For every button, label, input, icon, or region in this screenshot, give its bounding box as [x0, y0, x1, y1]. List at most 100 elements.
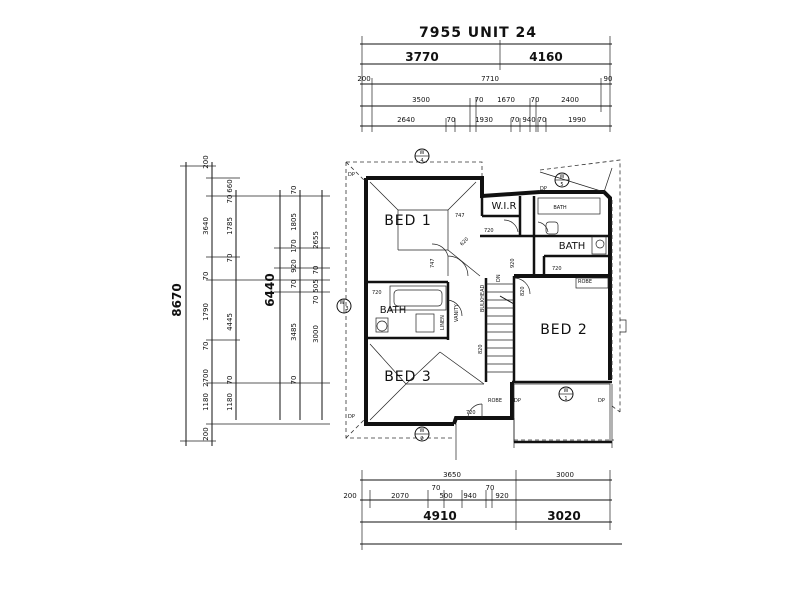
ensuite-fixtures	[537, 197, 609, 289]
svg-text:5: 5	[560, 182, 563, 188]
window-marker-w2: W 2	[414, 426, 430, 442]
svg-text:W: W	[340, 300, 345, 306]
bottom-dim-4910: 4910	[423, 509, 456, 523]
dim-747: 747	[455, 213, 465, 219]
left-col3-170: 170	[290, 239, 298, 252]
linen-label: LINEN	[440, 315, 446, 330]
room-wir: W.I.R	[492, 201, 517, 212]
left-col2-70b: 70	[226, 254, 234, 263]
left-col1-1790: 1790	[202, 303, 210, 321]
room-bed3: BED 3	[384, 369, 432, 385]
top-dim-3770: 3770	[405, 50, 438, 64]
left-col4-2655: 2655	[312, 231, 320, 249]
staircase	[486, 283, 515, 373]
top-dimension-lines: 7955 UNIT 24 3770 4160 200 7710 90 3500 …	[357, 25, 612, 132]
left-col4-3000: 3000	[312, 325, 320, 343]
window-markers: W 4 W 5 W 3 W 1 W 2	[336, 148, 574, 442]
left-col3-1805: 1805	[290, 213, 298, 231]
window-marker-w5: W 5	[554, 172, 570, 188]
dp-top-mid: DP	[540, 186, 547, 192]
annotations: DP DP DP DP DP ROBE ROBE 720 720 720 720…	[348, 172, 605, 420]
left-col1-3640: 3640	[202, 217, 210, 235]
left-dimension-lines: 8670 6440 200 3640 70 1790 70 2700 1180 …	[170, 155, 330, 446]
dim-920: 920	[510, 258, 516, 268]
top-dim-70c: 70	[447, 116, 456, 124]
left-col4-505: 505	[312, 279, 320, 292]
svg-text:1: 1	[564, 396, 567, 402]
left-col1-70b: 70	[202, 342, 210, 351]
bottom-dim-500: 500	[439, 492, 452, 500]
dim-820a: 820	[520, 286, 526, 296]
top-dim-4160: 4160	[529, 50, 562, 64]
dim-820b: 820	[478, 344, 484, 354]
bottom-dim-940: 940	[463, 492, 476, 500]
window-marker-w1: W 1	[558, 386, 574, 402]
top-dim-70a: 70	[475, 96, 484, 104]
dim-747b: 747	[430, 258, 436, 268]
dp-porch-right: DP	[598, 398, 605, 404]
left-col1-1180: 1180	[202, 393, 210, 411]
bottom-dim-200: 200	[343, 492, 356, 500]
left-dim-8670: 8670	[170, 283, 184, 316]
room-bed1: BED 1	[384, 213, 432, 229]
main-bath-fixtures	[375, 285, 447, 333]
left-dim-6440: 6440	[263, 273, 277, 306]
bulkhead-label: BULKHEAD	[480, 285, 486, 312]
left-col1-2700: 2700	[202, 369, 210, 387]
unit-title: 7955 UNIT 24	[419, 25, 537, 41]
left-col2-4445: 4445	[226, 313, 234, 331]
left-col4-70a: 70	[312, 266, 320, 275]
bottom-dim-3650: 3650	[443, 471, 461, 479]
dim-720-bath: 720	[552, 266, 562, 272]
left-col2-660: 660	[226, 179, 234, 192]
room-bath-main: BATH	[380, 305, 407, 316]
left-col2-1180: 1180	[226, 393, 234, 411]
dim-720-bed3: 720	[466, 410, 476, 416]
top-dim-2640: 2640	[397, 116, 415, 124]
left-col2-70c: 70	[226, 376, 234, 385]
dim-620: 620	[459, 236, 470, 247]
top-dim-1670: 1670	[497, 96, 515, 104]
room-bath-ensuite: BATH	[559, 241, 586, 252]
top-dim-70e: 70	[538, 116, 547, 124]
bottom-dim-2070: 2070	[391, 492, 409, 500]
window-marker-w4: W 4	[414, 148, 430, 164]
svg-text:W: W	[560, 174, 565, 180]
bottom-dim-70b: 70	[486, 484, 495, 492]
left-col3-920: 920	[290, 259, 298, 272]
left-col3-70b: 70	[290, 280, 298, 289]
top-dim-940: 940	[522, 116, 535, 124]
top-dim-70d: 70	[511, 116, 520, 124]
dp-top-left: DP	[348, 172, 355, 178]
left-col3-70a: 70	[290, 186, 298, 195]
bottom-dim-3020: 3020	[547, 509, 580, 523]
left-col1-200a: 200	[202, 155, 210, 168]
svg-text:2: 2	[420, 436, 423, 442]
dp-porch-left: DP	[514, 398, 521, 404]
left-col1-70a: 70	[202, 272, 210, 281]
dim-720-main-bath: 720	[372, 290, 382, 296]
top-dim-1990: 1990	[568, 116, 586, 124]
svg-text:W: W	[420, 428, 425, 434]
svg-text:4: 4	[420, 158, 423, 164]
room-bed2: BED 2	[540, 322, 588, 338]
top-dim-90: 90	[604, 75, 613, 83]
robe-bed2: ROBE	[578, 279, 592, 285]
vanity-label: VANITY	[454, 303, 460, 322]
dp-bottom-left: DP	[348, 414, 355, 420]
dn-label: DN	[496, 274, 502, 282]
bottom-dim-920: 920	[495, 492, 508, 500]
room-labels: BED 1 BED 2 BED 3 W.I.R BATH BATH BATH	[380, 201, 588, 385]
top-dim-1930: 1930	[475, 116, 493, 124]
svg-text:3: 3	[345, 306, 348, 312]
bottom-dimension-lines: 3650 3000 200 2070 70 500 940 70 920 491…	[343, 470, 622, 550]
left-col3-3485: 3485	[290, 323, 298, 341]
left-col1-200b: 200	[202, 427, 210, 440]
left-col2-1785: 1785	[226, 217, 234, 235]
top-dim-3500: 3500	[412, 96, 430, 104]
left-col2-70a: 70	[226, 195, 234, 204]
left-col3-70c: 70	[290, 376, 298, 385]
top-dim-200: 200	[357, 75, 370, 83]
robe-bed3: ROBE	[488, 398, 502, 404]
